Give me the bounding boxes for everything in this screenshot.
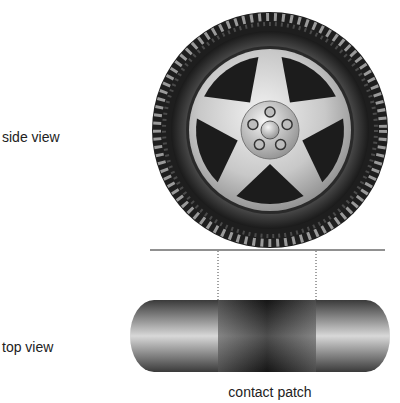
tire-top-view xyxy=(130,300,390,372)
view-label: side view xyxy=(2,129,60,146)
tire-side-view xyxy=(152,12,388,248)
view-label: top view xyxy=(2,339,53,356)
ground-line xyxy=(150,250,385,251)
view-label: contact patch xyxy=(228,384,311,401)
